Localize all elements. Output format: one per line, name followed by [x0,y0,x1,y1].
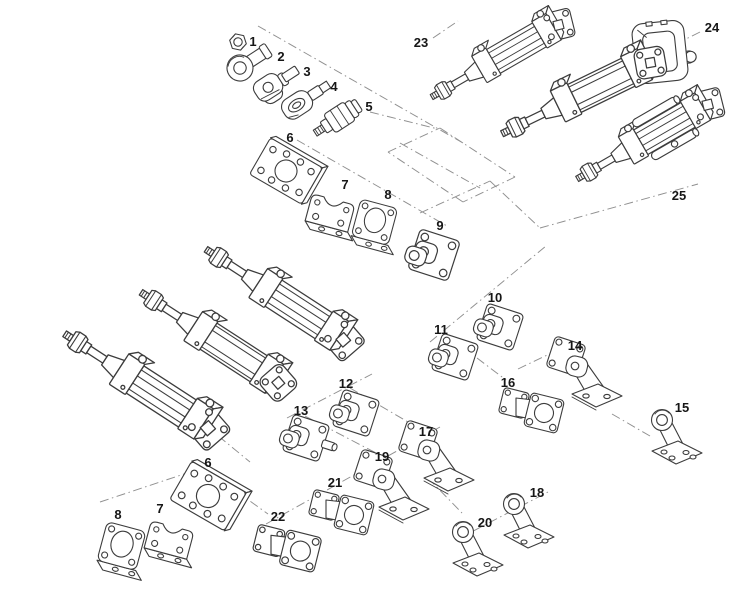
part-number-24: 24 [705,20,720,35]
part-1-lock-nut [227,32,249,52]
part-number-23: 23 [414,35,428,50]
part-number-16: 16 [501,375,515,390]
leader-line-1 [369,111,439,130]
part-number-22: 22 [271,509,285,524]
leader-line-6 [387,151,464,203]
leader-line-10 [399,142,481,189]
part-5-self-aligning-rod-coupler [308,95,366,143]
leader-line-15 [517,345,567,370]
part-number-6: 6 [286,130,293,145]
leader-line-18 [286,373,373,419]
leader-line-13 [429,245,547,343]
part-number-11: 11 [434,322,448,337]
part-number-4: 4 [330,79,338,94]
leader-line-8 [489,180,541,229]
leader-line-14 [476,357,507,381]
part-number-1: 1 [249,34,256,49]
part-number-17: 17 [419,424,433,439]
part-10-clevis-flange [469,300,525,352]
parts-layer [53,0,735,581]
part-number-5: 5 [365,99,372,114]
part-7-foot-bracket [141,520,202,569]
part-15-eye-bracket [650,408,703,465]
part-16-flange-with-socket [497,386,566,435]
part-9-swivel-flange [400,226,461,282]
leader-line-3 [387,127,441,153]
leader-line-5 [462,176,516,203]
leader-line-24 [204,424,251,463]
part-number-8: 8 [384,187,391,202]
leader-line-16 [611,413,651,437]
part-number-21: 21 [328,475,342,490]
part-22-flange-with-socket [251,523,323,574]
part-number-15: 15 [675,400,689,415]
leader-line-7 [419,180,491,214]
part-number-6: 6 [204,455,211,470]
part-number-7: 7 [341,177,348,192]
part-18-eye-bracket [502,492,555,549]
part-number-7: 7 [156,501,163,516]
part-8-foot-bracket [94,521,155,581]
part-number-10: 10 [488,290,502,305]
leader-line-0 [257,25,464,144]
part-number-14: 14 [568,338,583,353]
part-number-18: 18 [530,485,544,500]
part-12-clevis-flange [325,386,381,438]
part-number-8: 8 [114,507,121,522]
part-number-25: 25 [672,188,686,203]
part-8-foot-bracket [348,198,406,256]
part-number-9: 9 [436,218,443,233]
part-number-labels-layer: 1234567891011121314151617181920212267824… [114,20,720,530]
leader-line-11 [432,20,459,39]
part-number-2: 2 [277,49,284,64]
part-number-3: 3 [303,64,310,79]
leader-line-12 [669,31,701,48]
part-21-flange-with-socket [307,488,376,537]
part-number-13: 13 [294,403,308,418]
leader-line-4 [439,127,516,178]
part-number-19: 19 [375,449,389,464]
part-number-20: 20 [478,515,492,530]
part-number-12: 12 [339,376,353,391]
part-17-clevis-foot-mount [397,419,475,495]
